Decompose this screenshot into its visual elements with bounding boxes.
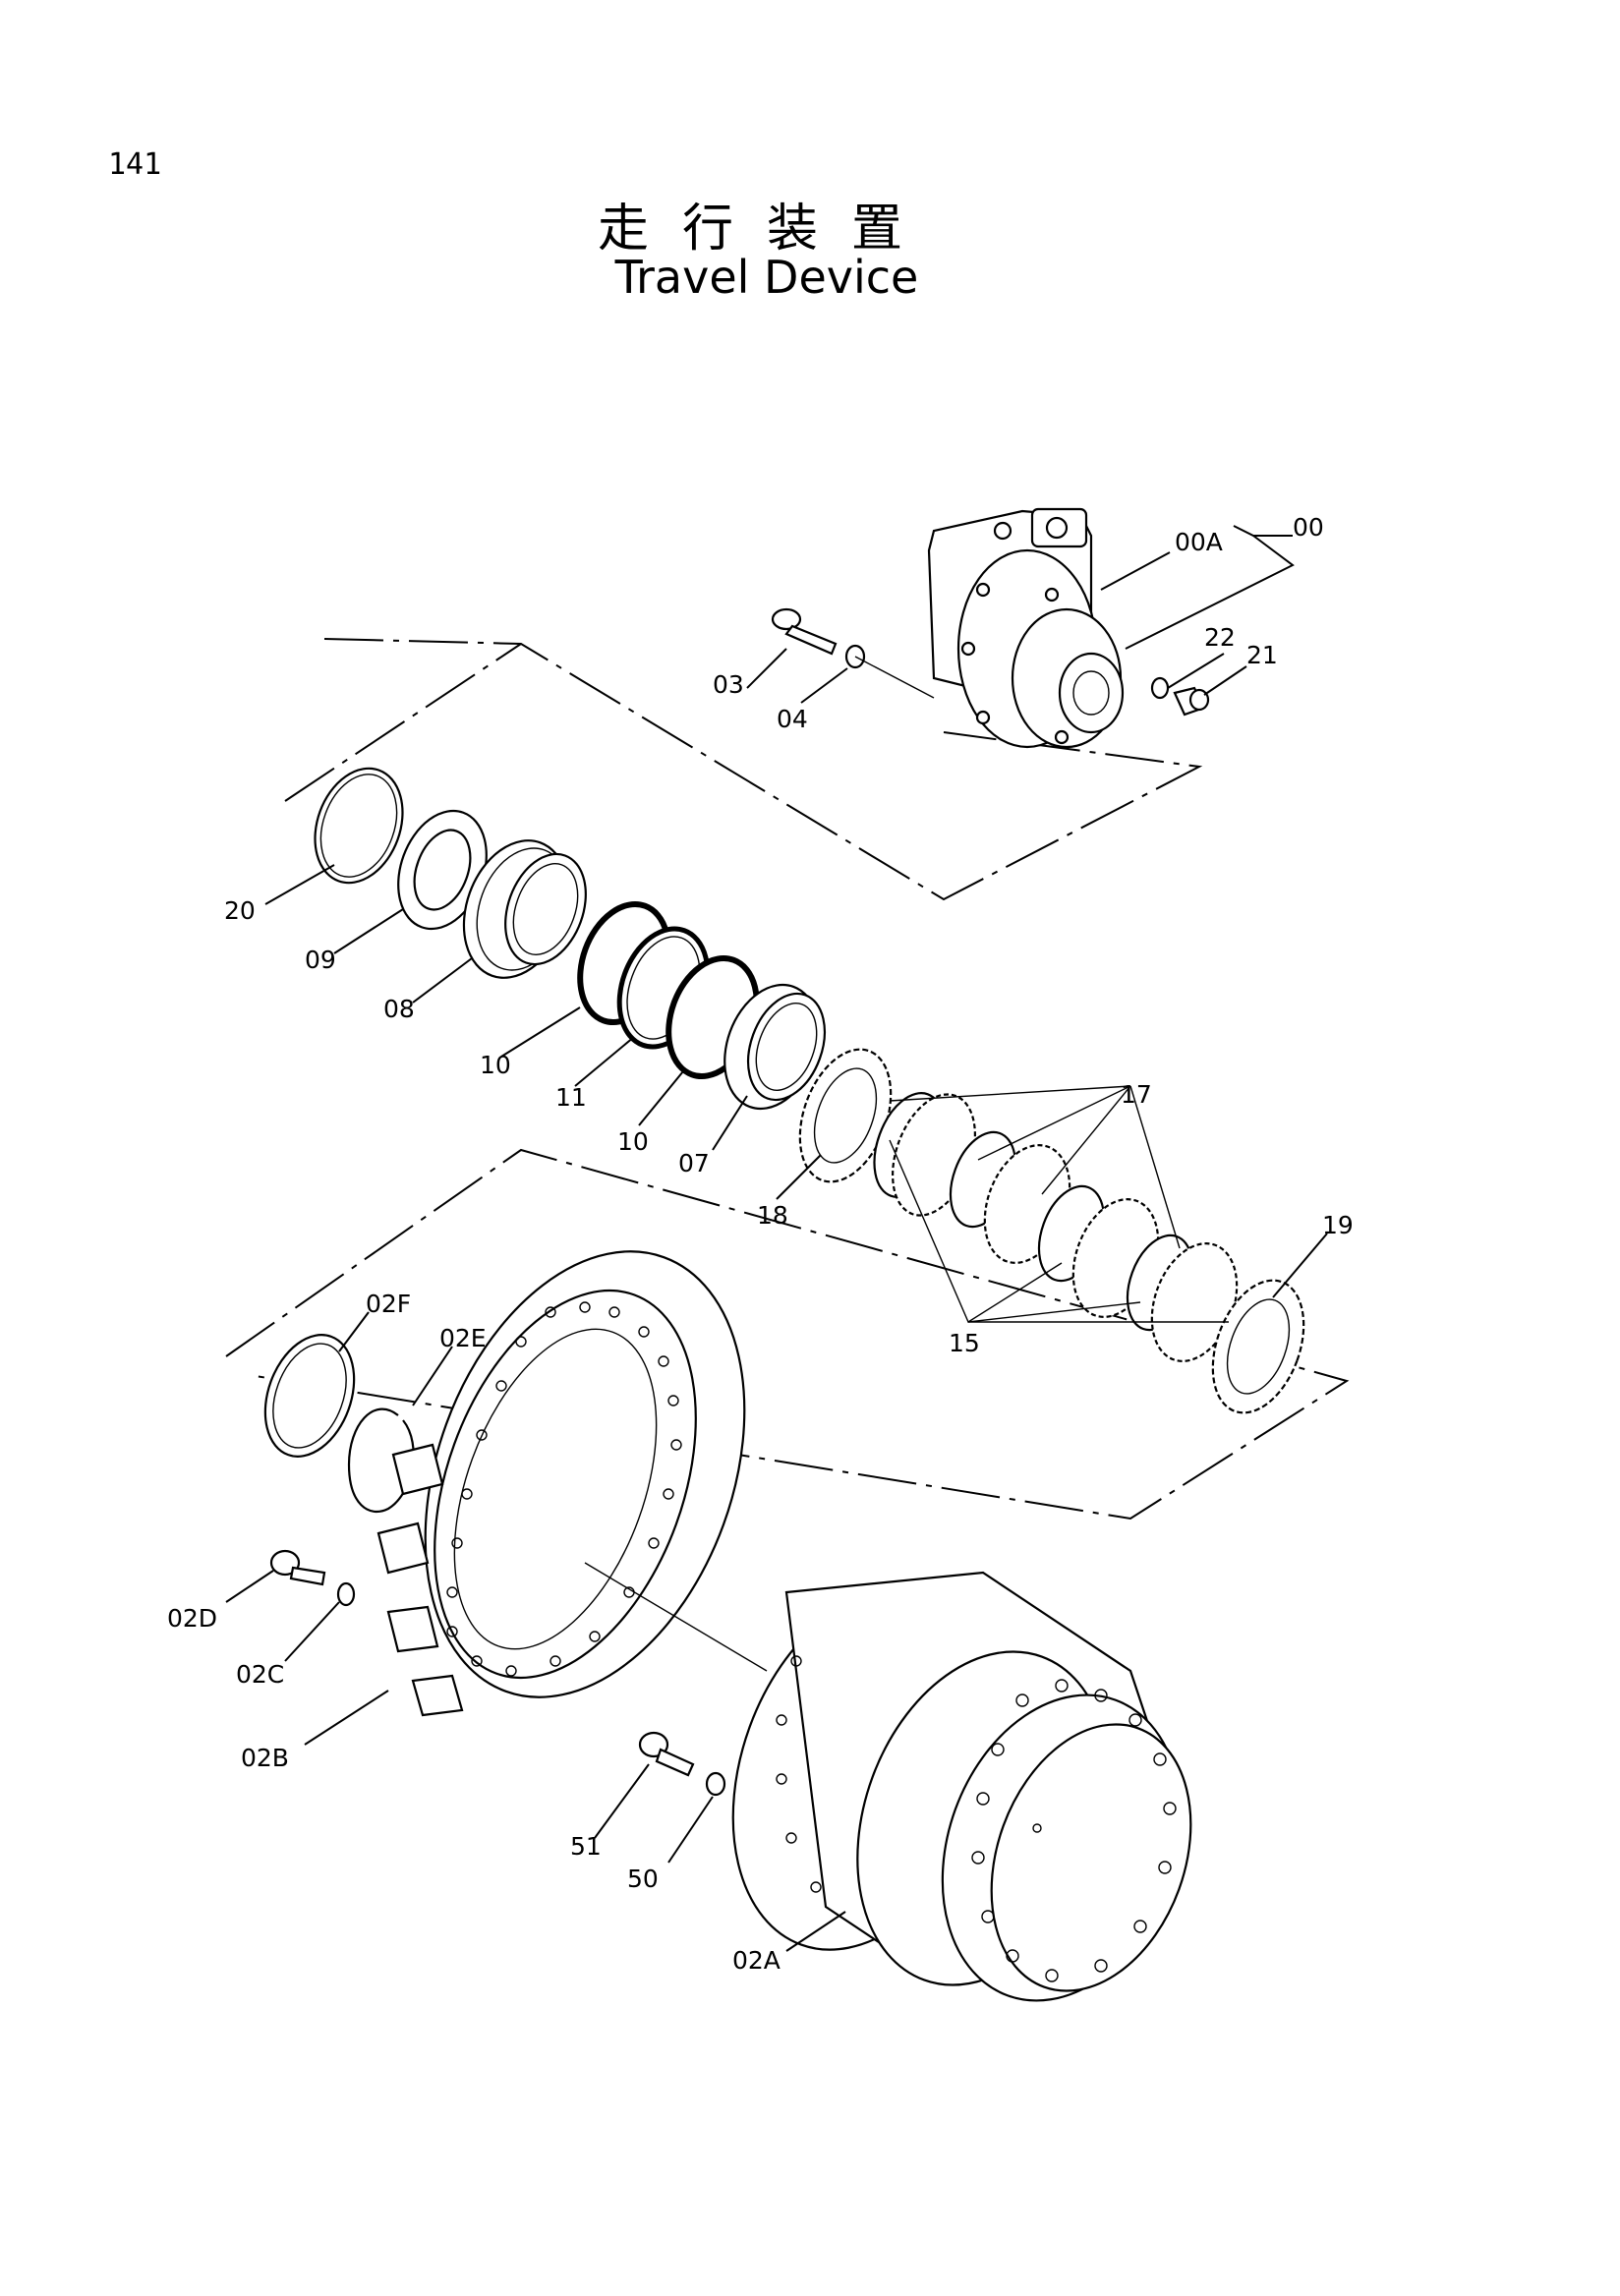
label-04: 04 — [777, 705, 808, 733]
label-17: 17 — [1121, 1080, 1152, 1109]
bolt-02D — [269, 1549, 326, 1586]
reduction-housing-02A — [731, 1571, 1192, 2002]
bolt-03 — [771, 607, 838, 656]
label-10-lower: 10 — [617, 1127, 649, 1156]
label-02B: 02B — [241, 1744, 289, 1772]
washer-02C — [336, 1581, 356, 1607]
o-ring-20 — [314, 767, 404, 885]
o-ring-22 — [1150, 676, 1170, 700]
label-11: 11 — [555, 1083, 587, 1112]
label-20: 20 — [224, 896, 256, 925]
bolt-51 — [638, 1731, 695, 1777]
ring-02F — [263, 1334, 356, 1458]
label-51: 51 — [570, 1832, 602, 1861]
sprocket-02B — [376, 1250, 746, 1717]
friction-plates-17-15 — [873, 1092, 1239, 1362]
lower-dashed-frame — [225, 1148, 1350, 1521]
label-07: 07 — [678, 1149, 710, 1177]
seal-07 — [723, 983, 826, 1111]
travel-motor — [927, 507, 1125, 749]
label-15: 15 — [949, 1329, 980, 1357]
label-50: 50 — [627, 1865, 659, 1893]
label-02A: 02A — [732, 1946, 781, 1975]
page-number: 141 — [108, 147, 162, 182]
label-02D: 02D — [167, 1604, 217, 1633]
label-21: 21 — [1246, 641, 1278, 669]
label-00A: 00A — [1175, 528, 1223, 556]
title-english: Travel Device — [614, 251, 919, 304]
label-03: 03 — [713, 670, 744, 699]
title-japanese: 走行装置 — [597, 200, 936, 258]
middle-dashed-frame — [284, 643, 522, 802]
seal-08 — [462, 839, 587, 979]
plate-19 — [1211, 1279, 1305, 1414]
upper-dashed-frame — [323, 638, 1203, 901]
washer-50 — [705, 1771, 726, 1797]
label-02C: 02C — [236, 1660, 284, 1689]
label-02F: 02F — [366, 1290, 411, 1318]
label-19: 19 — [1322, 1211, 1354, 1239]
label-08: 08 — [383, 995, 415, 1023]
label-00: 00 — [1293, 513, 1324, 542]
label-09: 09 — [305, 946, 336, 974]
label-10-upper: 10 — [480, 1051, 511, 1079]
plug-21 — [1173, 686, 1210, 717]
label-22: 22 — [1204, 623, 1236, 652]
label-02E: 02E — [439, 1324, 487, 1352]
label-18: 18 — [757, 1201, 788, 1230]
